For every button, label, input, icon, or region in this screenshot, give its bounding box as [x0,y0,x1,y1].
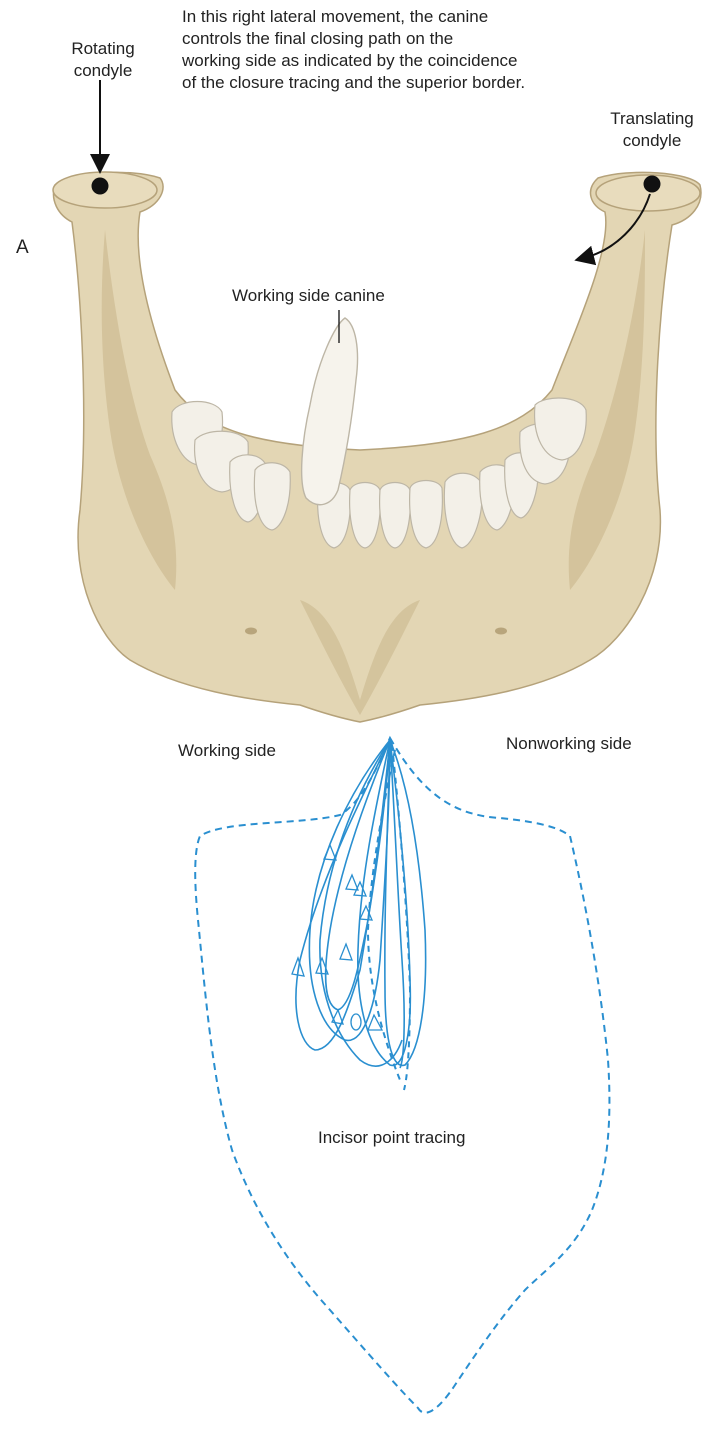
rotating-condyle-dot [92,178,109,195]
tracing-arrowhead-3 [340,944,352,960]
tracing-arrowhead-4 [346,875,358,890]
mental-foramen-right [495,628,507,635]
border-envelope [195,738,609,1413]
tracing-small-loop [351,1014,361,1030]
incisor-point-tracing [195,738,609,1413]
mental-foramen-left [245,628,257,635]
translating-condyle-dot [644,176,661,193]
mandible [53,172,701,722]
